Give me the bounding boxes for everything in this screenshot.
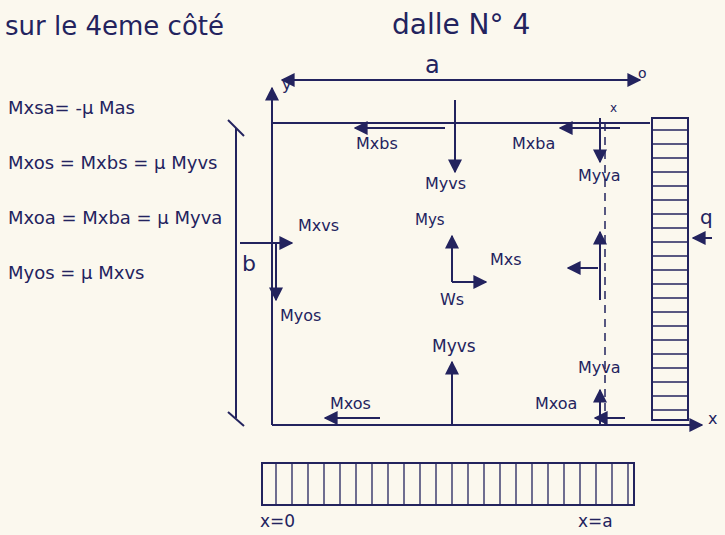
hatch-line xyxy=(291,463,292,505)
slab-number: dalle N° 4 xyxy=(392,10,530,41)
moment-label: Myos xyxy=(280,307,321,325)
hatch-line xyxy=(652,381,688,382)
title-text: sur le 4eme côté xyxy=(5,12,224,41)
dimension-label: a xyxy=(425,52,440,78)
hatch-line xyxy=(531,463,532,505)
moment-label: Mxoa xyxy=(535,395,577,413)
support-label: x=a xyxy=(578,512,613,531)
hatch-line xyxy=(483,463,484,505)
hatch-line xyxy=(339,463,340,505)
hatch-line xyxy=(652,255,688,256)
hatch-line xyxy=(451,463,452,505)
hatch-line xyxy=(652,353,688,354)
hatch-line xyxy=(652,143,688,144)
hatch-line xyxy=(419,463,420,505)
hatch-line xyxy=(652,199,688,200)
moment-label: Mxs xyxy=(490,251,522,269)
hatch-line xyxy=(515,463,516,505)
hatch-line xyxy=(652,185,688,186)
hatch-line xyxy=(652,325,688,326)
hatch-line xyxy=(579,463,580,505)
axis-label: o xyxy=(638,66,647,81)
moment-label: Mxbs xyxy=(356,135,398,153)
formula: Mxsa= -μ Mas xyxy=(8,98,135,118)
moment-label: Mys xyxy=(415,212,445,229)
hatch-line xyxy=(595,463,596,505)
moment-label: Mxba xyxy=(512,135,555,153)
hatch-line xyxy=(547,463,548,505)
hatch-line xyxy=(323,463,324,505)
support-label: x=0 xyxy=(260,512,295,531)
hatch-line xyxy=(652,409,688,410)
hatch-line xyxy=(563,463,564,505)
hatch-line xyxy=(307,463,308,505)
formula: Mxos = Mxbs = μ Myvs xyxy=(8,153,217,173)
formula: Mxoa = Mxba = μ Myva xyxy=(8,208,222,228)
hatch-line xyxy=(652,227,688,228)
hatch-line xyxy=(403,463,404,505)
moment-label: Myva xyxy=(578,359,621,377)
load-label: q xyxy=(700,206,713,228)
hatch-line xyxy=(355,463,356,505)
hatch-line xyxy=(611,463,612,505)
moment-label: Mxos xyxy=(330,395,371,413)
hatch-line xyxy=(652,157,688,158)
axis-label: y xyxy=(282,76,291,94)
hatch-line xyxy=(652,213,688,214)
moment-label: Myvs xyxy=(432,337,476,356)
hatch-line xyxy=(652,311,688,312)
dimension-label: b xyxy=(242,252,256,276)
hatch-line xyxy=(652,367,688,368)
moment-label: Myvs xyxy=(425,175,466,193)
hatch-line xyxy=(387,463,388,505)
hatch-line xyxy=(652,283,688,284)
moment-label: Ws xyxy=(440,291,464,309)
hatch-line xyxy=(499,463,500,505)
slab-panel: MxbsMxbaMyvsMyvaMysMxsWsMxvsMyosMyvsMyva… xyxy=(272,123,650,425)
hatch-line xyxy=(275,463,276,505)
hatch-line xyxy=(652,297,688,298)
formula: Myos = μ Mxvs xyxy=(8,263,145,283)
hatch-line xyxy=(467,463,468,505)
hatch-line xyxy=(652,171,688,172)
axis-label: x xyxy=(708,410,717,428)
axis-label: x xyxy=(610,102,617,115)
hatch-line xyxy=(652,395,688,396)
hatch-line xyxy=(371,463,372,505)
hatch-line xyxy=(652,129,688,130)
hatch-line xyxy=(652,269,688,270)
moment-label: Myva xyxy=(578,167,621,185)
hatch-line xyxy=(435,463,436,505)
hatch-line xyxy=(627,463,628,505)
hatch-line xyxy=(652,339,688,340)
hatch-line xyxy=(652,241,688,242)
moment-label: Mxvs xyxy=(298,217,339,235)
